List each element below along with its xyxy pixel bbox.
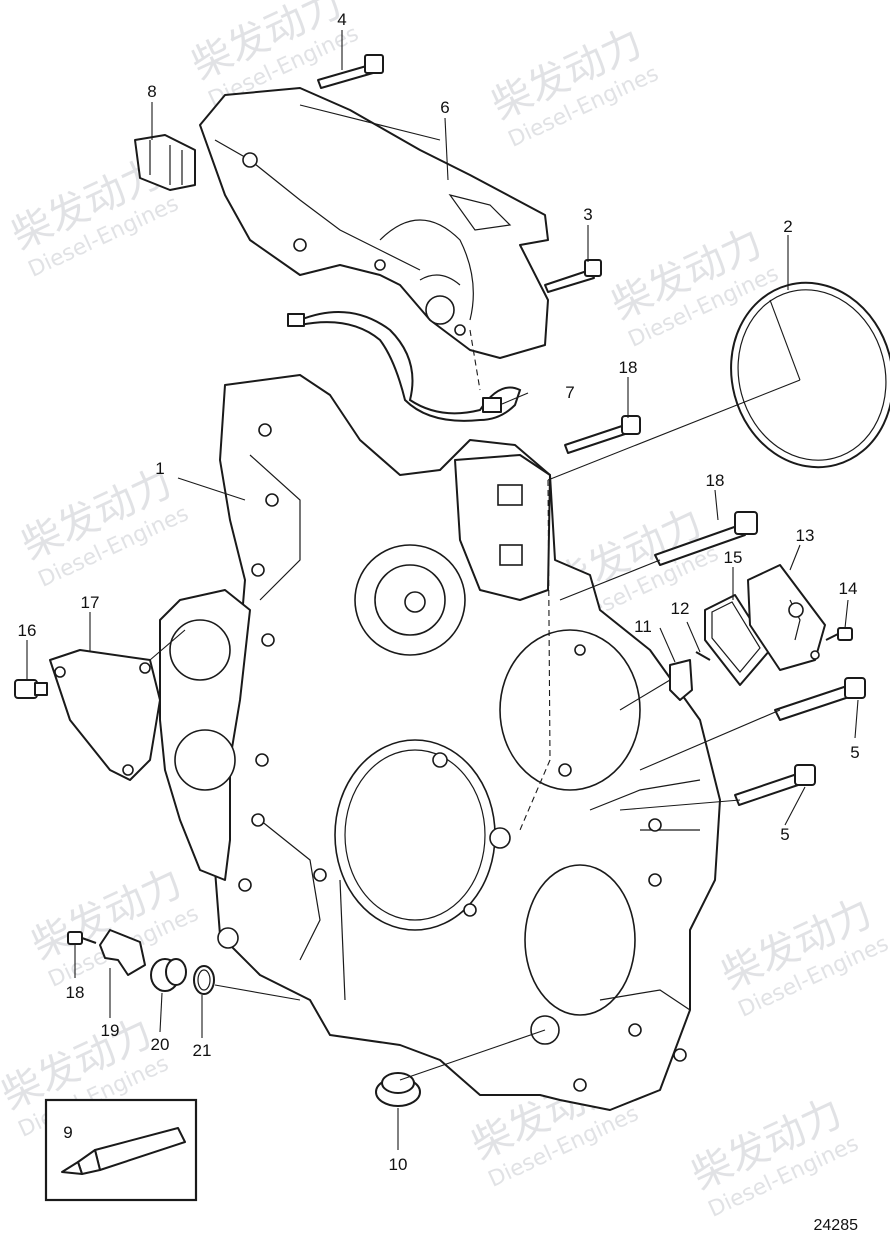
seal-ring-part-21 xyxy=(193,965,215,995)
bolt-part-4 xyxy=(317,54,384,89)
callout-17: 17 xyxy=(81,593,100,612)
bolt-part-5-lower xyxy=(734,764,816,806)
callout-2: 2 xyxy=(783,217,792,236)
bolt-part-18-upper xyxy=(564,415,641,454)
callout-5-lower: 5 xyxy=(780,825,789,844)
cable-clip-part-8 xyxy=(134,134,196,191)
callout-14: 14 xyxy=(839,579,858,598)
callout-9: 9 xyxy=(63,1123,72,1142)
callout-12: 12 xyxy=(671,599,690,618)
sealant-inset-box xyxy=(44,1098,198,1202)
bolt-part-5-upper xyxy=(774,677,866,721)
callout-15: 15 xyxy=(724,548,743,567)
callout-5-upper: 5 xyxy=(850,743,859,762)
seal-ring-part-2 xyxy=(730,281,890,469)
callout-4: 4 xyxy=(337,10,346,29)
callout-1: 1 xyxy=(155,459,164,478)
bolt-part-18-middle xyxy=(654,511,758,566)
callout-19: 19 xyxy=(101,1021,120,1040)
callout-labels: 4 8 6 3 2 7 18 1 18 13 15 14 17 11 12 16… xyxy=(18,10,860,1174)
timing-gear-housing-part-1 xyxy=(159,374,721,1111)
callout-13: 13 xyxy=(796,526,815,545)
bracket-part-11 xyxy=(669,659,693,701)
callout-8: 8 xyxy=(147,82,156,101)
bolt-part-16 xyxy=(14,679,48,699)
bolt-part-18-lower xyxy=(67,931,97,945)
screw-part-14 xyxy=(825,627,853,641)
callout-16: 16 xyxy=(18,621,37,640)
callout-11: 11 xyxy=(634,617,652,636)
sealant-tube-part-9 xyxy=(61,1127,186,1175)
wiring-harness-part-7 xyxy=(287,311,522,422)
callout-3: 3 xyxy=(583,205,592,224)
cover-plate-part-17 xyxy=(49,649,161,781)
pin-part-12 xyxy=(695,651,711,661)
grommet-part-10 xyxy=(375,1072,421,1107)
drawing-reference-number: 24285 xyxy=(814,1217,859,1234)
cover-part-13 xyxy=(747,564,826,671)
plug-part-20 xyxy=(150,958,187,992)
callout-6: 6 xyxy=(440,98,449,117)
callout-18-upper: 18 xyxy=(619,358,638,377)
callout-21: 21 xyxy=(193,1041,212,1060)
bolt-part-3 xyxy=(544,259,602,293)
callout-10: 10 xyxy=(389,1155,408,1174)
callout-20: 20 xyxy=(151,1035,170,1054)
callout-18-lower: 18 xyxy=(66,983,85,1002)
leader-lines xyxy=(26,30,859,1150)
bracket-part-19 xyxy=(99,929,146,976)
gasket-part-15 xyxy=(704,594,771,686)
callout-7: 7 xyxy=(565,383,574,402)
callout-18-middle: 18 xyxy=(706,471,725,490)
upper-timing-cover-part-6 xyxy=(199,87,549,359)
